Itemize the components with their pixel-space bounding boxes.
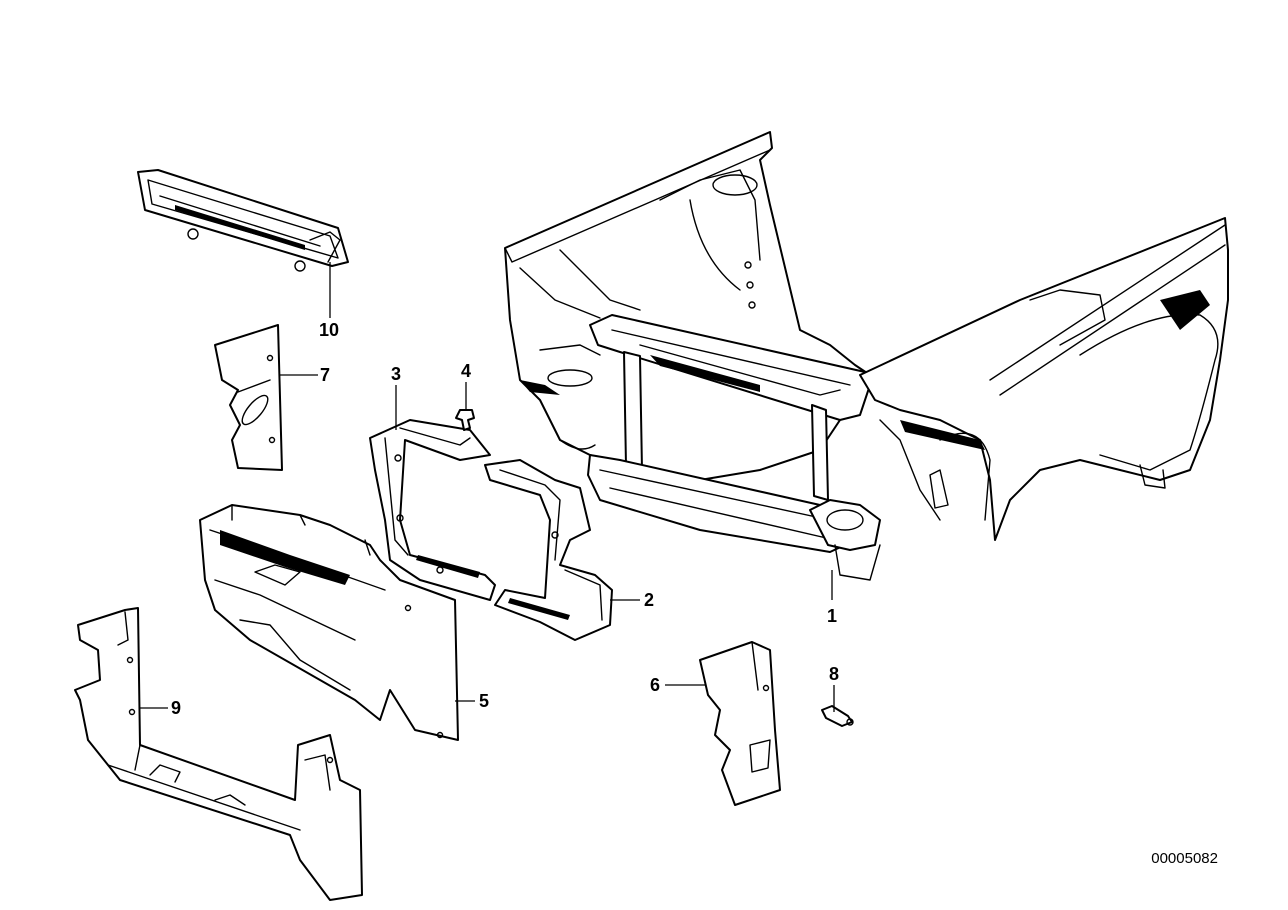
part-8-screw[interactable] (821, 705, 854, 727)
callout-5[interactable]: 5 (479, 691, 489, 711)
diagram-reference-number: 00005082 (1151, 850, 1218, 867)
callouts: 1 2 3 4 5 6 7 8 9 10 (171, 320, 839, 718)
part-9-lower-guard[interactable] (74, 607, 363, 901)
part-2-carrier-frame[interactable] (484, 459, 613, 641)
part-1-front-body-structure[interactable] (504, 131, 1229, 581)
callout-7[interactable]: 7 (320, 365, 330, 385)
callout-9[interactable]: 9 (171, 698, 181, 718)
part-6-bracket[interactable] (699, 641, 781, 806)
callout-1[interactable]: 1 (827, 606, 837, 626)
part-3-carrier-frame[interactable] (369, 419, 496, 601)
callout-4[interactable]: 4 (461, 361, 471, 381)
callout-3[interactable]: 3 (391, 364, 401, 384)
callout-10[interactable]: 10 (319, 320, 339, 340)
callout-6[interactable]: 6 (650, 675, 660, 695)
callout-2[interactable]: 2 (644, 590, 654, 610)
part-4-clip[interactable] (455, 409, 475, 431)
leader-lines (140, 262, 835, 712)
part-5-air-duct[interactable] (199, 504, 459, 741)
part-7-bracket[interactable] (214, 324, 283, 471)
part-10-upper-panel[interactable] (137, 169, 349, 272)
callout-8[interactable]: 8 (829, 664, 839, 684)
